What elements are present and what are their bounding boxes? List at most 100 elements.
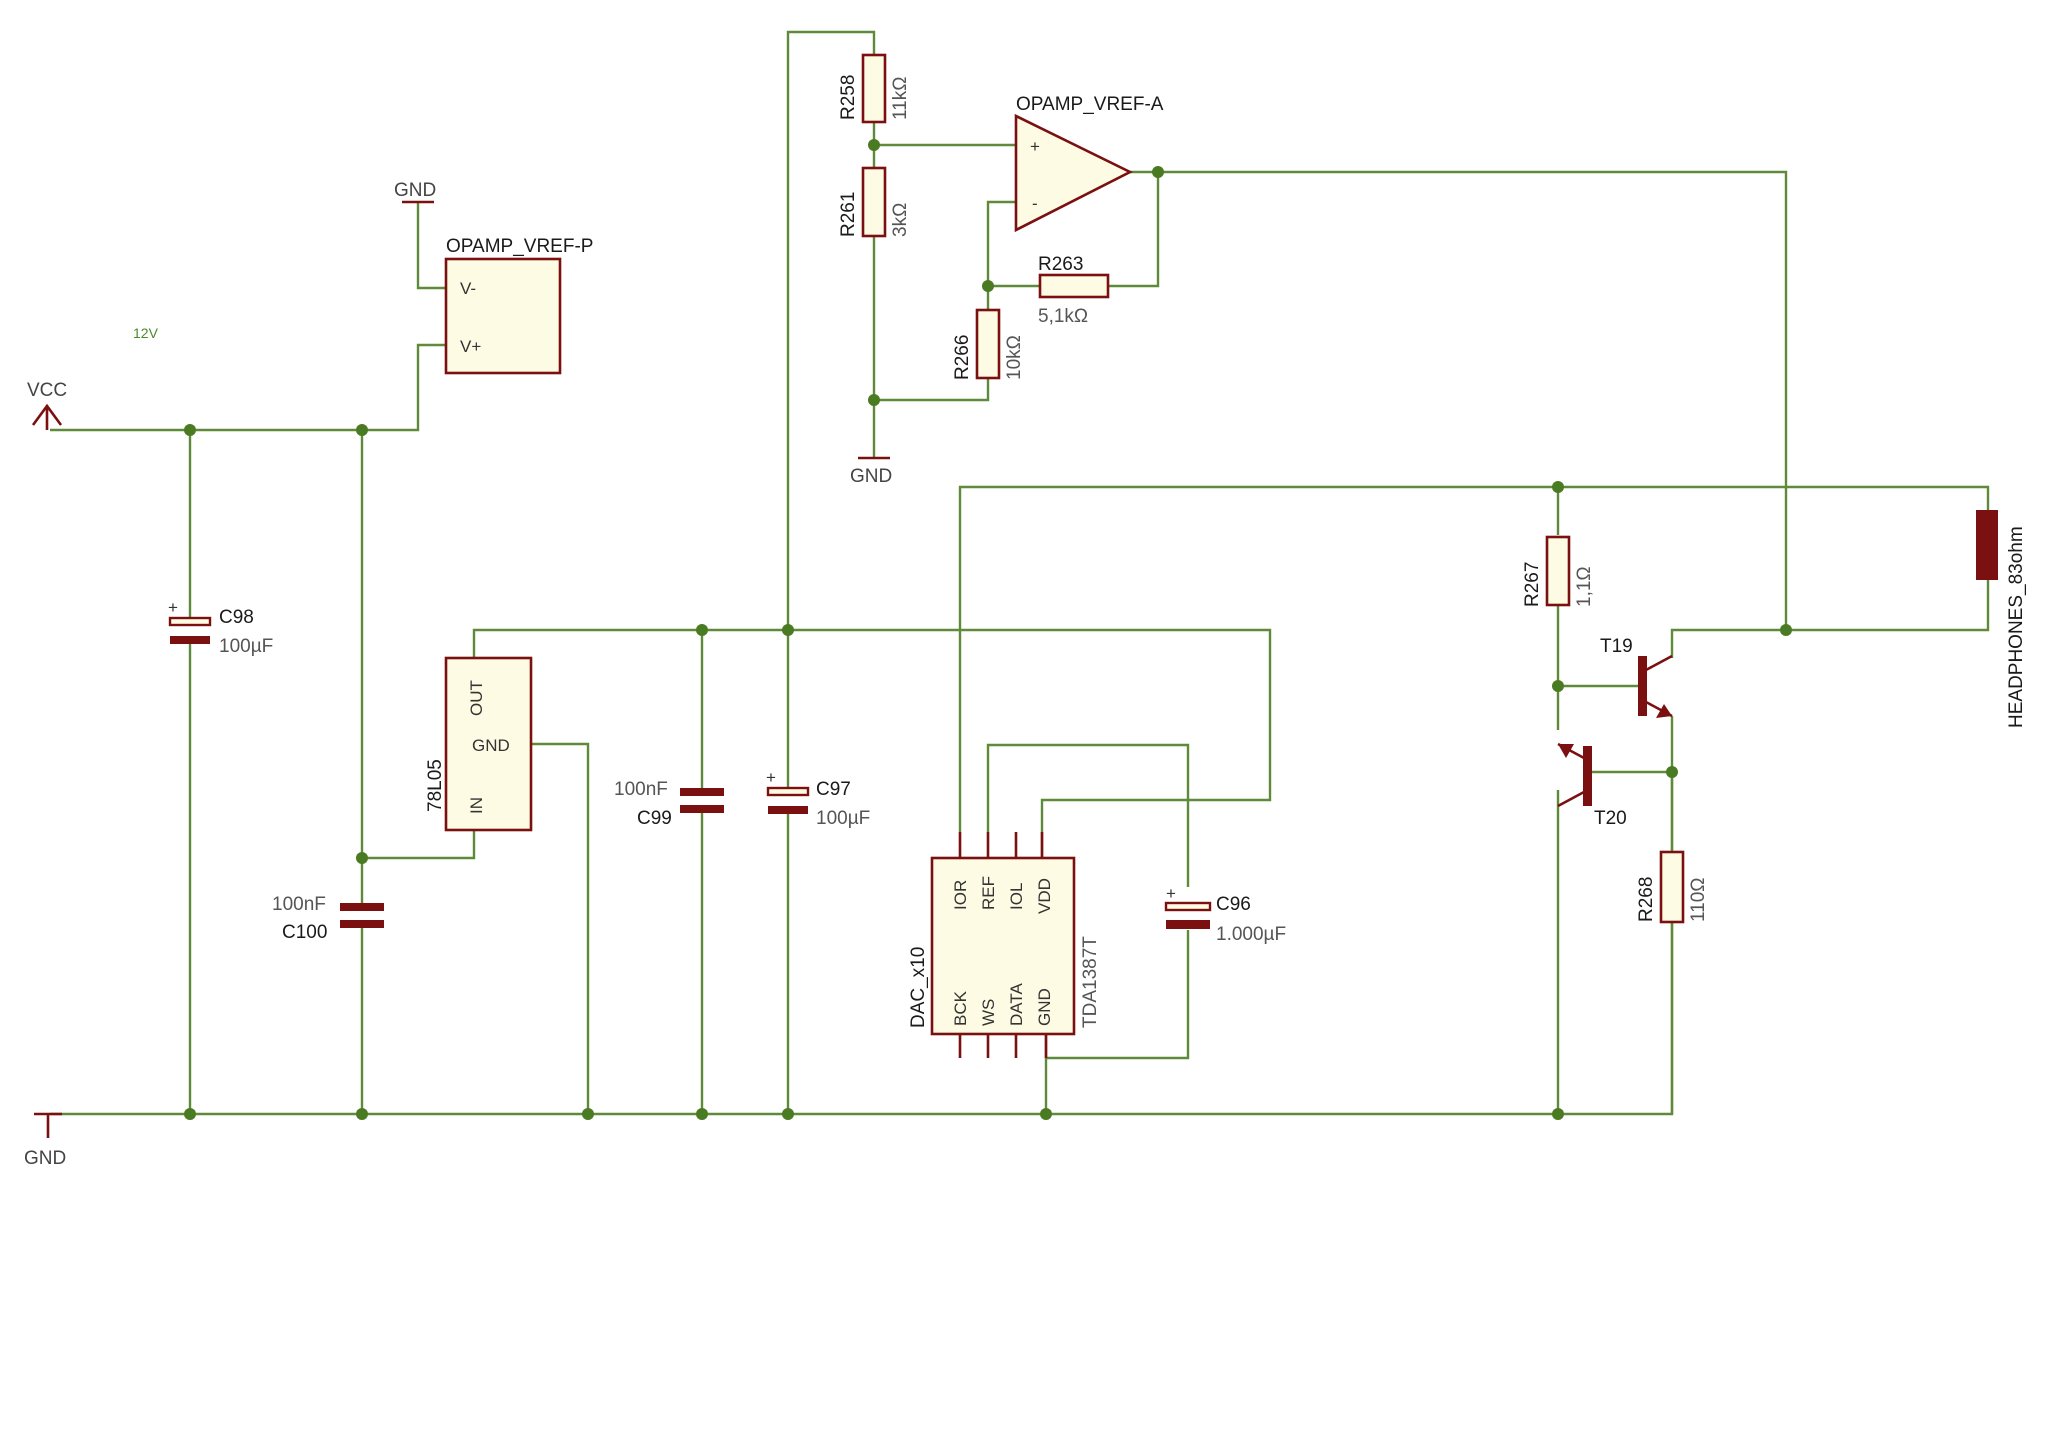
c96-value: 1.000µF (1216, 924, 1286, 945)
r266-name: R266 (952, 335, 973, 380)
dac-pin-data: DATA (1007, 983, 1026, 1026)
resistor-icon (975, 308, 1001, 380)
wire-regulator-in (362, 830, 476, 860)
c98-polarity: + (168, 598, 178, 617)
wire-dac-ref-c96 (986, 743, 1190, 887)
capacitor-c96: + C96 1.000µF (1164, 884, 1286, 945)
junction-dot (1666, 766, 1678, 778)
gnd-label: GND (24, 1148, 66, 1169)
opamp-vref-a-pin-plus: + (1030, 137, 1040, 156)
transistor-t20: T20 (1557, 742, 1627, 829)
resistor-r267: R267 1,1Ω (1522, 535, 1595, 607)
c97-name: C97 (816, 779, 851, 800)
wire-regulator-gnd (531, 742, 590, 1114)
resistor-r261: R261 3kΩ (838, 166, 911, 238)
junction-dot (582, 1108, 594, 1120)
pnp-transistor-icon (1583, 746, 1592, 806)
r267-value: 1,1Ω (1574, 566, 1595, 607)
vcc-symbol: VCC (27, 380, 67, 430)
regulator-pin-out: OUT (467, 680, 486, 716)
dac-pin-ref: REF (979, 876, 998, 910)
junctions (184, 139, 1792, 1120)
r266-value: 10kΩ (1004, 335, 1025, 380)
c98-name: C98 (219, 607, 254, 628)
capacitor-c97: + C97 100µF (766, 768, 870, 829)
capacitor-icon (340, 903, 384, 911)
polarized-capacitor-icon (168, 616, 212, 627)
c97-value: 100µF (816, 808, 870, 829)
junction-dot (184, 424, 196, 436)
resistor-icon (1038, 273, 1110, 299)
gnd-symbol-rail: GND (24, 1112, 66, 1169)
dac-pin-vdd: VDD (1035, 878, 1054, 914)
capacitor-c98: + C98 100µF (168, 598, 273, 657)
wire-t19-collector (1670, 580, 1990, 658)
wires (50, 30, 1990, 1116)
regulator-pin-gnd: GND (472, 736, 510, 755)
opamp-vref-p-pin-vplus: V+ (460, 337, 481, 356)
wire-dac-ior (958, 485, 1560, 832)
opamp-vref-a: OPAMP_VREF-A + - (1014, 94, 1164, 233)
wire-vcc-to-opamp-vplus (362, 343, 446, 432)
resistor-r268: R268 110Ω (1636, 850, 1709, 924)
r258-name: R258 (838, 75, 859, 120)
wire-feedback-right (1108, 172, 1160, 288)
gnd-label: GND (394, 180, 436, 201)
junction-dot (868, 139, 880, 151)
regulator-pin-in: IN (467, 797, 486, 814)
r258-value: 11kΩ (890, 77, 911, 120)
c98-value: 100µF (219, 636, 273, 657)
r268-value: 110Ω (1688, 878, 1709, 923)
opamp-vref-a-name: OPAMP_VREF-A (1016, 94, 1164, 115)
junction-dot (356, 424, 368, 436)
dac-name: DAC_x10 (908, 947, 929, 1028)
junction-dot (1152, 166, 1164, 178)
opamp-vref-p-name: OPAMP_VREF-P (446, 236, 593, 257)
dac-pin-ws: WS (979, 999, 998, 1026)
r268-name: R268 (1636, 877, 1657, 922)
r263-name: R263 (1038, 254, 1083, 275)
junction-dot (782, 624, 794, 636)
dac-value: TDA1387T (1080, 936, 1101, 1028)
wire-5v-rail (472, 628, 1272, 858)
t19-name: T19 (1600, 636, 1633, 657)
resistor-icon (861, 166, 887, 238)
resistor-icon (1659, 850, 1685, 924)
wire-ior-to-headphones (1558, 485, 1990, 510)
capacitor-c99: 100nF C99 (614, 779, 724, 829)
c96-polarity: + (1166, 884, 1176, 903)
net-label-12v: 12V (133, 325, 159, 341)
capacitor-icon (680, 788, 724, 796)
junction-dot (982, 280, 994, 292)
wire-r266-bottom (874, 378, 990, 402)
gnd-label: GND (850, 466, 892, 487)
dac-tda1387t: IOR REF IOL VDD BCK WS DATA GND DAC_x10 … (908, 832, 1101, 1058)
resistor-r258: R258 11kΩ (838, 53, 911, 124)
junction-dot (868, 394, 880, 406)
headphones-icon (1976, 510, 1998, 580)
dac-pin-iol: IOL (1007, 883, 1026, 910)
opamp-vref-a-pin-minus: - (1032, 194, 1038, 213)
c97-polarity: + (766, 768, 776, 787)
junction-dot (696, 1108, 708, 1120)
junction-dot (356, 852, 368, 864)
junction-dot (1552, 1108, 1564, 1120)
regulator-body (444, 656, 533, 832)
gnd-symbol-divider: GND (850, 456, 892, 487)
dac-body (930, 856, 1076, 1036)
dac-pin-ior: IOR (951, 880, 970, 910)
junction-dot (1040, 1108, 1052, 1120)
junction-dot (356, 1108, 368, 1120)
c100-value: 100nF (272, 894, 326, 915)
r261-value: 3kΩ (890, 203, 911, 237)
r261-name: R261 (838, 192, 859, 237)
opamp-triangle-icon (1014, 113, 1133, 233)
npn-transistor-icon (1638, 656, 1647, 716)
wire-5v-to-divider (786, 30, 876, 630)
junction-dot (1552, 680, 1564, 692)
opamp-vref-p: OPAMP_VREF-P V- V+ (444, 236, 593, 375)
junction-dot (782, 1108, 794, 1120)
capacitor-c100: 100nF C100 (272, 894, 384, 943)
dac-pin-bck: BCK (951, 990, 970, 1026)
